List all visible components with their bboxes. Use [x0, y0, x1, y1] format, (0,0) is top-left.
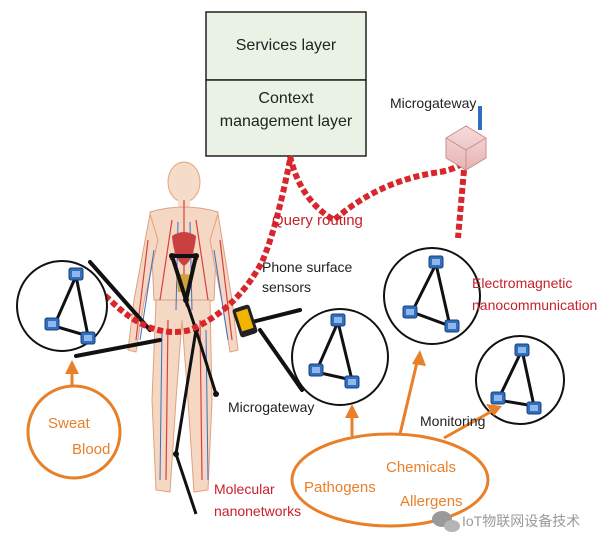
phone-label-2: sensors: [262, 279, 311, 295]
sensor-node-icon: [526, 401, 542, 415]
em-label-2: nanocommunication: [472, 297, 597, 313]
cluster-phone: [291, 308, 389, 406]
pathogens-label: Pathogens: [304, 479, 376, 496]
body-link-left-bottom: [74, 338, 162, 358]
sweat-blood-circle: [26, 384, 122, 480]
sweat-label: Sweat: [48, 415, 91, 432]
sensor-node-icon: [44, 317, 60, 331]
body-link-left-top: [88, 260, 152, 332]
monitoring-label: Monitoring: [420, 413, 485, 429]
body-link-phone-to-cluster: [258, 328, 304, 392]
cluster-em: [383, 247, 481, 345]
sensor-node-icon: [490, 391, 506, 405]
em-label-1: Electromagnetic: [472, 275, 572, 291]
phone-label-1: Phone surface: [262, 259, 352, 275]
query-routing-label: Query routing: [272, 212, 363, 229]
sensor-node-icon: [402, 305, 418, 319]
context-layer-box: [205, 79, 367, 157]
microgateway-antenna-icon: [445, 106, 487, 171]
sensor-node-icon: [308, 363, 324, 377]
cluster-monitoring: [475, 335, 565, 425]
microgateway-top-label: Microgateway: [390, 95, 476, 111]
wechat-logo-icon: [432, 511, 460, 532]
smartphone-icon: [232, 304, 258, 338]
sensor-node-icon: [68, 267, 84, 281]
layer-stack: Services layer Context management layer: [205, 11, 367, 157]
sensor-node-icon: [514, 343, 530, 357]
watermark: IoT物联网设备技术: [432, 511, 580, 532]
body-link-chest: [170, 254, 199, 308]
sensor-node-icon: [444, 319, 460, 333]
context-layer-label-1: Context: [258, 90, 314, 107]
cluster-left: [16, 260, 108, 352]
watermark-text: IoT物联网设备技术: [462, 513, 580, 529]
context-layer-label-2: management layer: [220, 113, 353, 130]
molecular-label-2: nanonetworks: [214, 503, 301, 519]
allergens-label: Allergens: [400, 493, 463, 510]
sensor-node-icon: [80, 331, 96, 345]
sensor-node-icon: [344, 375, 360, 389]
cluster-circle: [291, 308, 389, 406]
orange-elements: [26, 357, 495, 528]
body-links: [74, 254, 304, 392]
services-layer-box: [205, 11, 367, 81]
body-link-phone: [250, 308, 302, 324]
molecular-label-1: Molecular: [214, 481, 275, 497]
stimuli-ellipse: [290, 432, 490, 528]
sensor-node-icon: [330, 313, 346, 327]
services-layer-label: Services layer: [236, 37, 337, 54]
blood-label: Blood: [72, 441, 110, 458]
microgateway-body-label: Microgateway: [228, 399, 314, 415]
sensor-node-icon: [428, 255, 444, 269]
chemicals-label: Chemicals: [386, 459, 456, 476]
orange-arrowheads: [65, 350, 502, 418]
body-junctions: [169, 253, 219, 457]
